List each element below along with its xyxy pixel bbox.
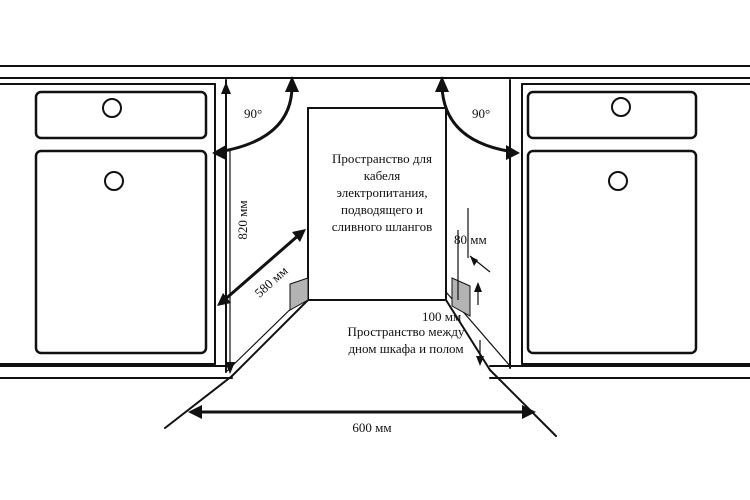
right-drawer-knob bbox=[611, 97, 631, 117]
svg-text:сливного шлангов: сливного шлангов bbox=[332, 219, 432, 234]
depth-dimension bbox=[217, 229, 306, 306]
left-door bbox=[34, 149, 208, 355]
countertop bbox=[0, 65, 750, 79]
svg-text:Пространство между: Пространство между bbox=[348, 324, 465, 339]
floor-space-label: Пространство между дном шкафа и полом bbox=[348, 324, 465, 356]
svg-text:электропитания,: электропитания, bbox=[336, 185, 427, 200]
width-dimension bbox=[188, 405, 536, 419]
right-gap-marks bbox=[457, 208, 491, 366]
svg-text:Пространство для: Пространство для bbox=[332, 151, 432, 166]
left-drawer bbox=[34, 90, 208, 140]
right-cabinet bbox=[509, 79, 750, 369]
niche bbox=[164, 107, 557, 437]
left-swing-arrow bbox=[212, 76, 299, 160]
left-support-block bbox=[289, 277, 309, 311]
cable-space-label: Пространство для кабеля электропитания, … bbox=[332, 151, 432, 234]
right-support-block bbox=[451, 277, 471, 317]
angle-right-label: 90° bbox=[472, 106, 490, 121]
angle-left-label: 90° bbox=[244, 106, 262, 121]
svg-text:кабеля: кабеля bbox=[364, 168, 401, 183]
gap-100-label: 100 мм bbox=[422, 309, 461, 324]
gap-80-label: 80 мм bbox=[454, 232, 487, 247]
svg-text:дном шкафа и полом: дном шкафа и полом bbox=[348, 341, 463, 356]
height-label: 820 мм bbox=[235, 200, 250, 239]
plinth bbox=[0, 365, 750, 379]
left-drawer-knob bbox=[102, 98, 122, 118]
height-dimension bbox=[225, 150, 235, 374]
right-swing-arrow bbox=[435, 76, 520, 160]
svg-text:подводящего и: подводящего и bbox=[341, 202, 423, 217]
left-door-knob bbox=[104, 171, 124, 191]
depth-label: 580 мм bbox=[251, 263, 290, 300]
right-drawer bbox=[526, 90, 698, 140]
left-cabinet bbox=[0, 79, 227, 373]
width-label: 600 мм bbox=[352, 420, 391, 435]
right-door bbox=[526, 149, 698, 355]
right-door-knob bbox=[608, 171, 628, 191]
